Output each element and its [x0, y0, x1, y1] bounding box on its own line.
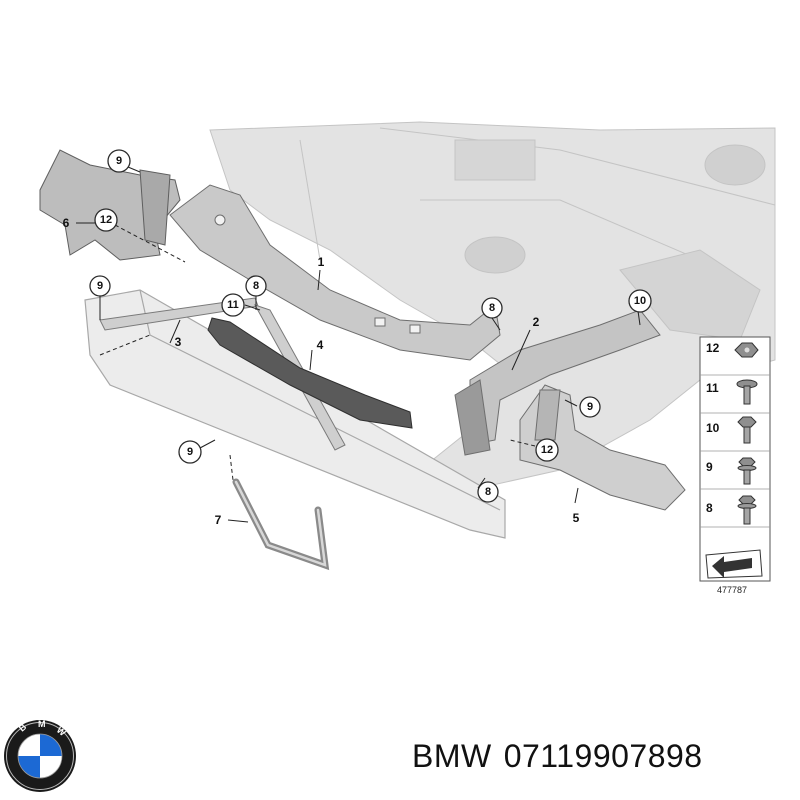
- leader-lines: [76, 166, 641, 523]
- svg-text:8: 8: [485, 486, 491, 498]
- label-part-1: 1: [318, 255, 325, 269]
- svg-text:12: 12: [541, 444, 553, 456]
- svg-text:11: 11: [227, 299, 239, 311]
- callout-8-middle: 8: [481, 297, 503, 319]
- svg-text:M: M: [38, 719, 46, 729]
- svg-text:9: 9: [187, 446, 193, 458]
- bolt-icon: [738, 457, 756, 467]
- callout-10: 10: [628, 289, 652, 313]
- label-part-7: 7: [215, 513, 222, 527]
- svg-text:10: 10: [634, 295, 646, 307]
- svg-text:B: B: [17, 721, 29, 733]
- label-part-3: 3: [175, 335, 182, 349]
- callout-8-lower: 8: [477, 481, 499, 503]
- label-part-5: 5: [573, 511, 580, 525]
- callout-9-left: 9: [89, 275, 111, 297]
- svg-text:8: 8: [706, 501, 713, 515]
- svg-text:8: 8: [489, 302, 495, 314]
- reference-number: 477787: [717, 585, 747, 595]
- bolt-icon: [737, 416, 757, 428]
- bumper-carrier-part-9: [84, 289, 506, 539]
- svg-text:11: 11: [706, 381, 719, 395]
- callout-12-right: 12: [535, 438, 559, 462]
- label-part-4: 4: [317, 338, 324, 352]
- callout-9-bottom: 9: [178, 440, 202, 464]
- svg-text:12: 12: [100, 214, 112, 226]
- legend-row-10: 10: [706, 416, 757, 444]
- svg-text:10: 10: [706, 421, 720, 435]
- svg-text:9: 9: [587, 401, 593, 413]
- bmw-logo: B M W: [4, 719, 76, 792]
- svg-text:9: 9: [706, 460, 713, 474]
- callout-11: 11: [221, 293, 245, 317]
- callout-9-top: 9: [107, 149, 131, 173]
- air-deflector-part-4: [207, 317, 413, 429]
- svg-text:9: 9: [97, 280, 103, 292]
- brand-name: BMW: [412, 738, 492, 774]
- arrow-sheet-icon: [705, 549, 763, 579]
- label-part-2: 2: [533, 315, 540, 329]
- callout-9-right: 9: [579, 396, 601, 418]
- left-bracket-part-6: [39, 149, 181, 261]
- lower-bracket-part-5: [519, 384, 686, 511]
- legend-row-12: 12: [706, 341, 759, 358]
- callout-12-left: 12: [94, 208, 118, 232]
- bolt-icon: [738, 495, 756, 505]
- legend-row-11: 11: [706, 379, 758, 405]
- part-number: 07119907898: [503, 738, 703, 774]
- svg-text:8: 8: [253, 280, 259, 292]
- legend-row-8: 8: [706, 495, 757, 525]
- legend-row-9: 9: [706, 457, 757, 485]
- callout-8-upper: 8: [245, 275, 267, 297]
- brand-part-number-caption: BMW 07119907898: [412, 738, 792, 775]
- svg-text:12: 12: [706, 341, 720, 355]
- label-part-6: 6: [63, 216, 70, 230]
- right-carrier-part-2: [454, 309, 661, 456]
- u-bracket-part-7: [232, 478, 330, 571]
- svg-text:9: 9: [116, 155, 122, 167]
- fastener-legend-panel: 12 11 10 9 8: [699, 336, 771, 582]
